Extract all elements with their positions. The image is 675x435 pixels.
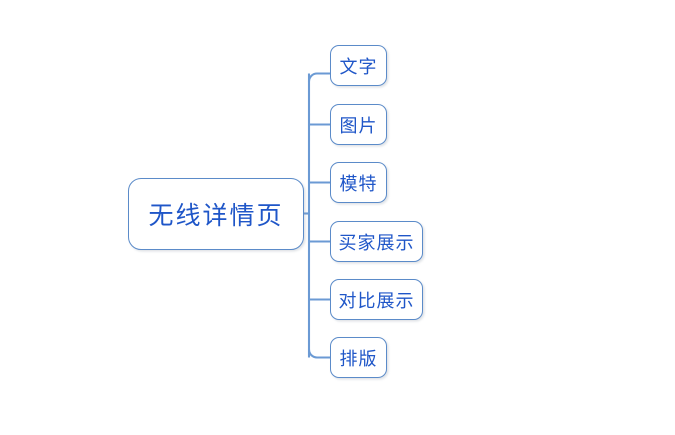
child-node-label: 文字: [339, 56, 378, 78]
root-node-label: 无线详情页: [148, 201, 284, 230]
connector-branch-0: [307, 72, 330, 82]
child-node-mote[interactable]: 模特: [330, 162, 387, 203]
child-node-label: 买家展示: [338, 232, 415, 254]
child-node-maijiazhanshi[interactable]: 买家展示: [330, 221, 423, 262]
child-node-tupian[interactable]: 图片: [330, 104, 387, 145]
child-node-label: 排版: [339, 348, 378, 370]
child-node-wenzi[interactable]: 文字: [330, 45, 387, 86]
root-node[interactable]: 无线详情页: [128, 178, 304, 250]
child-node-paiban[interactable]: 排版: [330, 337, 387, 378]
connector-branch-5: [307, 349, 330, 359]
child-node-label: 对比展示: [338, 290, 415, 312]
child-node-label: 模特: [339, 173, 378, 195]
child-node-duibizhanshi[interactable]: 对比展示: [330, 279, 423, 320]
child-node-label: 图片: [339, 115, 378, 137]
